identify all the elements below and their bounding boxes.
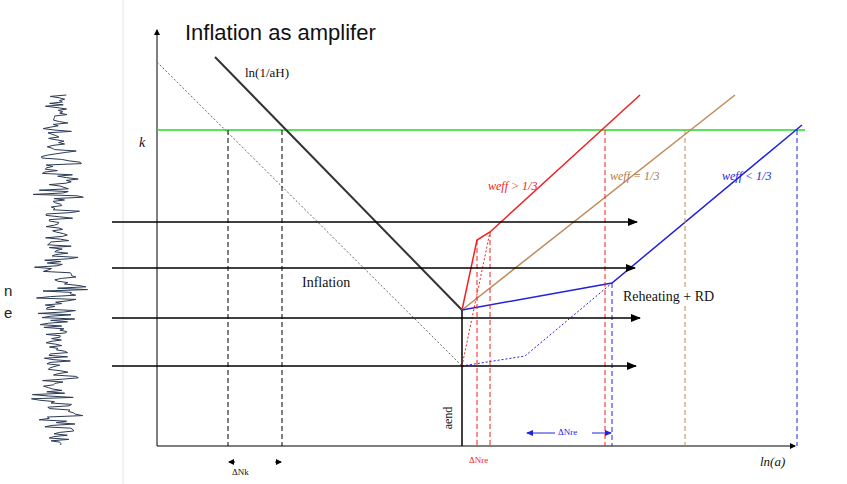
mode-arrow [112, 365, 636, 367]
phase-label: Inflation [302, 276, 350, 290]
dashed-verticals [228, 130, 797, 446]
mode-arrow [112, 221, 637, 223]
cut-text: n [4, 283, 12, 298]
red-curve [462, 95, 640, 310]
delta-nre-arrow [527, 433, 555, 434]
panel-edge [123, 0, 124, 484]
axis-label: k [139, 136, 145, 150]
curve-label: weff > 1/3 [488, 180, 537, 192]
a-end-label: aend [442, 407, 454, 430]
title: Inflation as amplifer [185, 22, 376, 44]
y-axis [157, 30, 158, 446]
delta-label: ΔNre [557, 428, 578, 437]
blue-dotted [462, 283, 612, 366]
delta-nk-arrow [229, 462, 235, 463]
cut-text: e [4, 305, 12, 320]
hubble-line [215, 57, 462, 310]
axis-label: ln(a) [760, 455, 785, 468]
hubble-dotted [157, 62, 462, 366]
mode-arrow [112, 317, 640, 319]
a-end-line [461, 310, 463, 446]
blue-curve [462, 125, 802, 310]
axis-label: ln(1/aH) [245, 66, 289, 79]
phase-label: Reheating + RD [622, 290, 715, 304]
delta-label: ΔNk [232, 468, 249, 477]
noise-waveform [32, 95, 88, 445]
delta-nk-arrow [275, 462, 281, 463]
brown-curve [462, 95, 735, 310]
k-line [157, 129, 805, 131]
delta-label: ΔNre [468, 456, 489, 465]
x-axis [157, 446, 795, 447]
curve-label: weff = 1/3 [610, 170, 659, 182]
delta-nre-arrow [592, 433, 611, 434]
mode-arrow [112, 267, 635, 269]
curve-label: weff < 1/3 [722, 170, 771, 182]
